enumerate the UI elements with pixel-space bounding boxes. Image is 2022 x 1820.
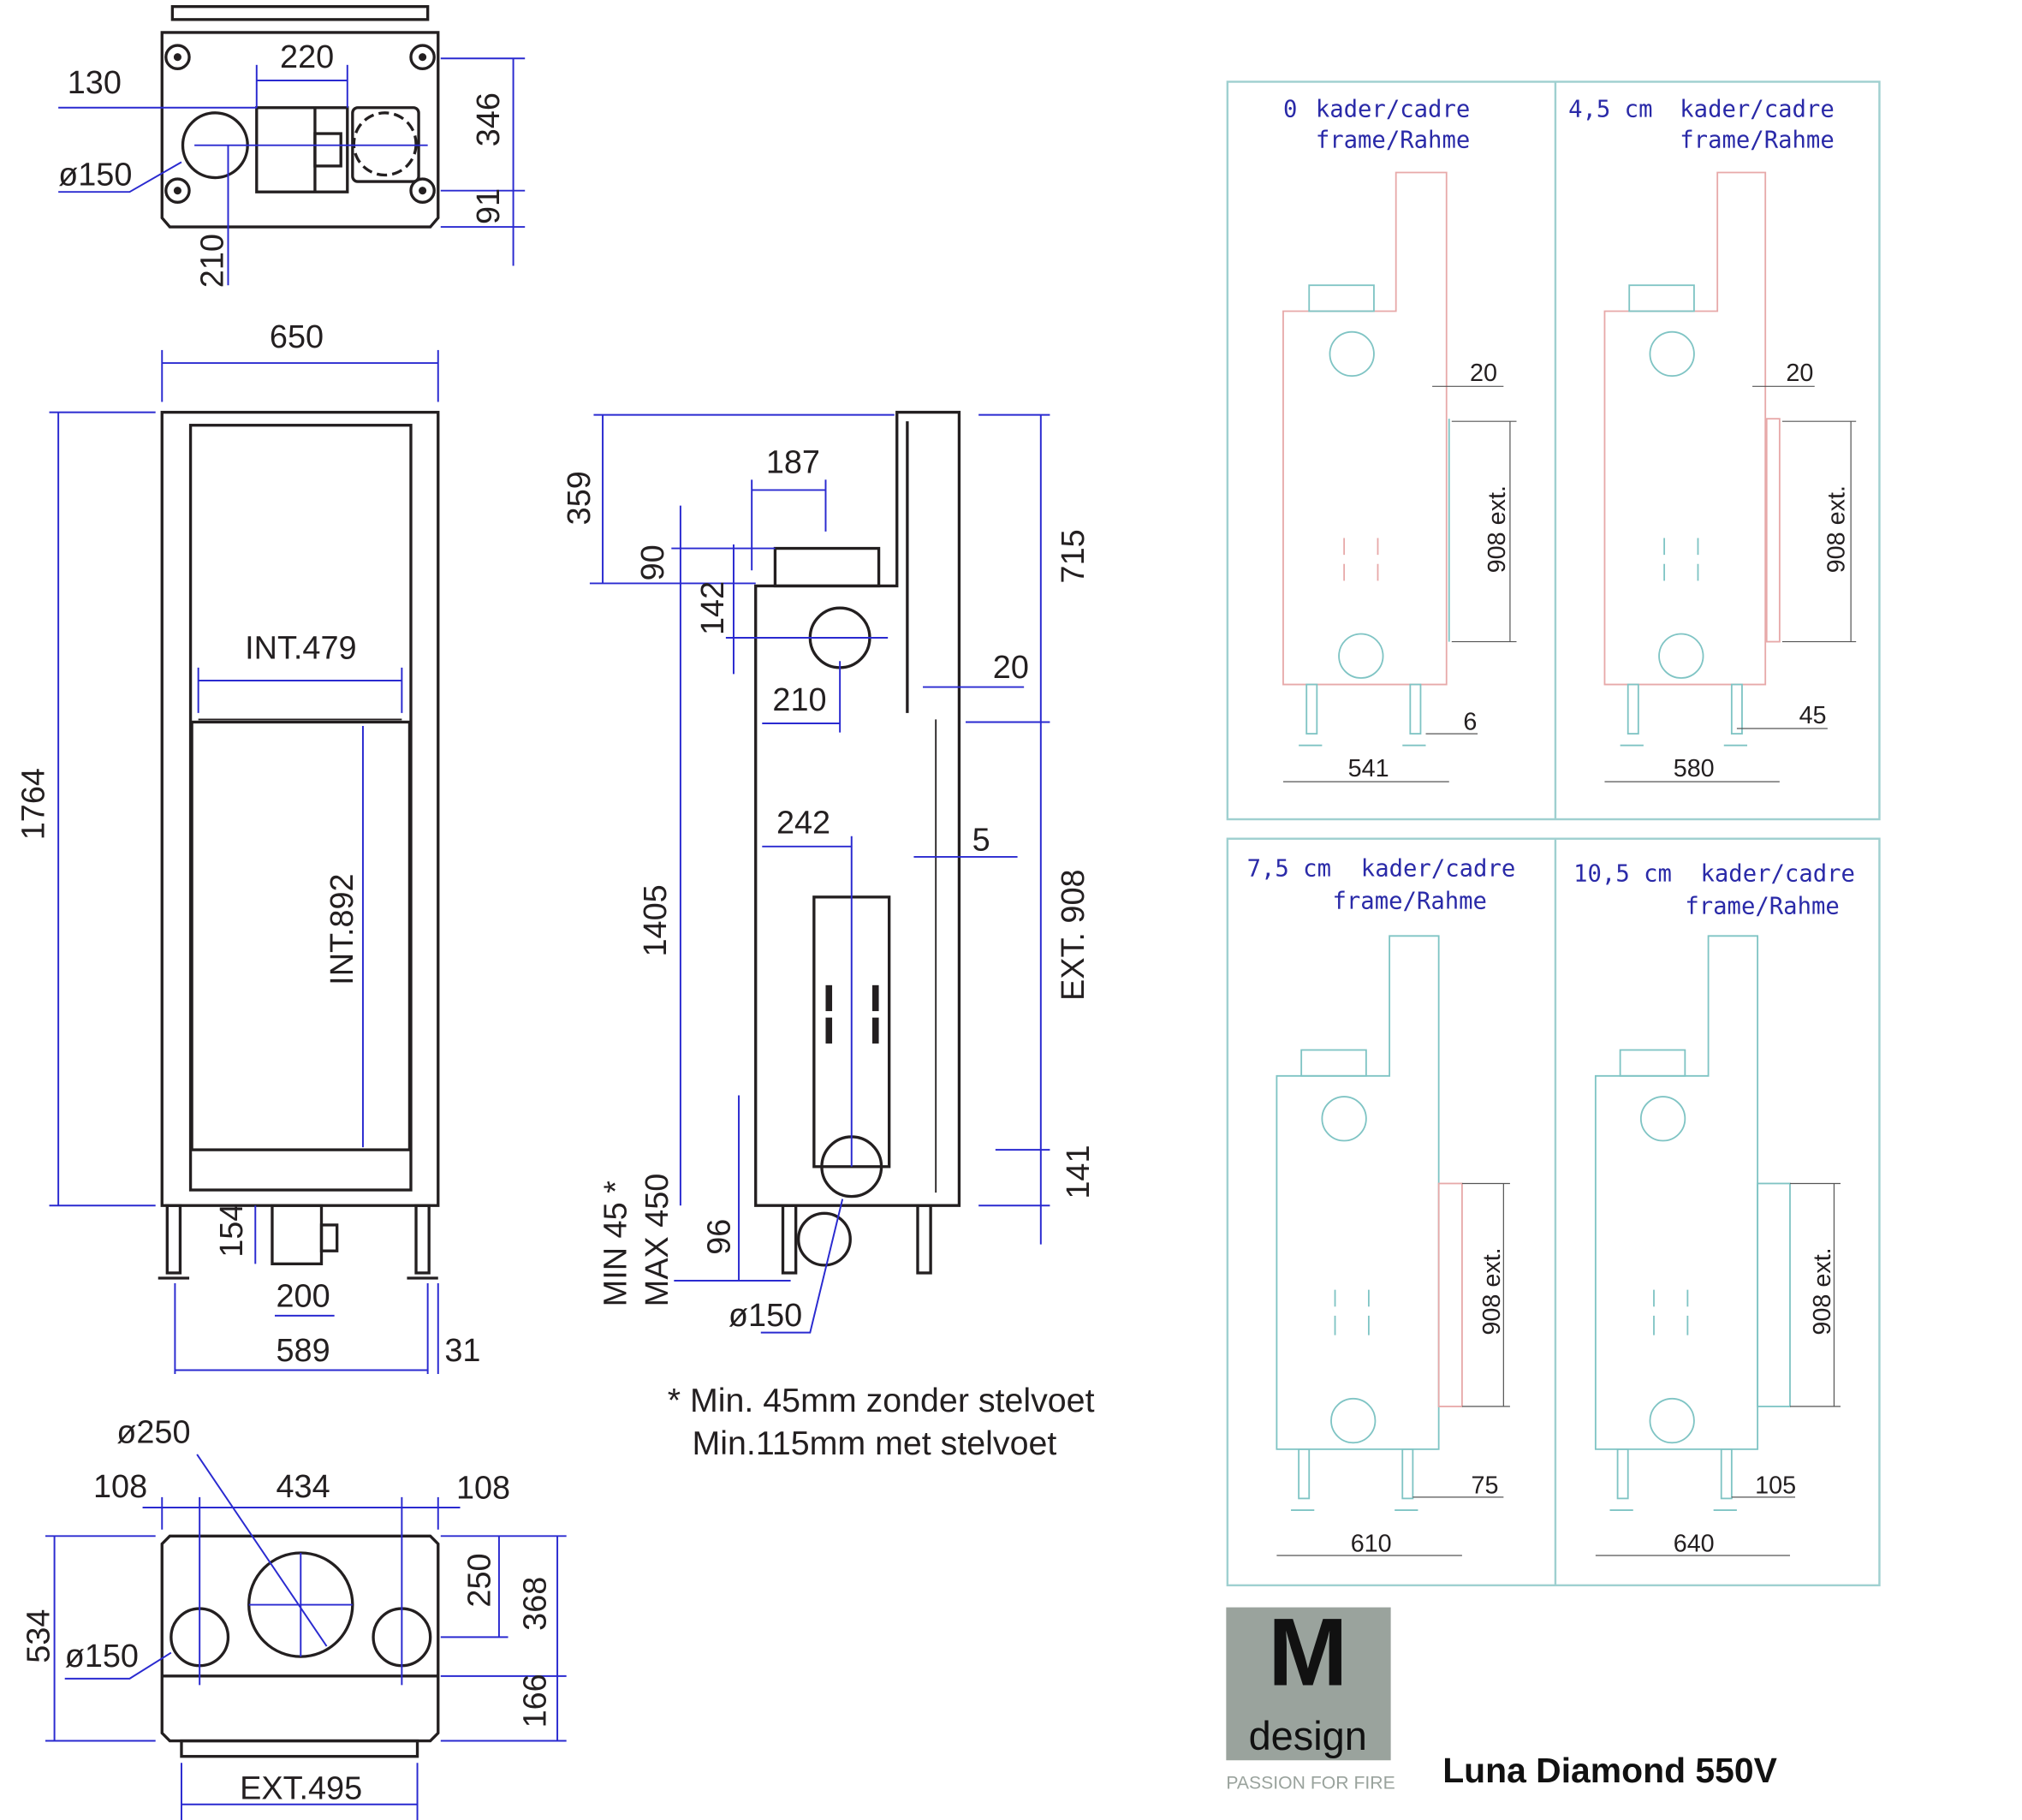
logo-letter: M [1268,1598,1347,1705]
panel-top-dim: 20 [1470,360,1497,387]
dim-96: 96 [701,1219,737,1255]
panel-width-dim: 640 [1674,1530,1715,1557]
mounting-holes [164,44,436,204]
top-strip [170,5,430,21]
dim-dia150: ø150 [58,158,132,193]
panel-title-2: frame/Rahme [1685,894,1839,920]
dim-534: 534 [21,1609,57,1663]
dim-dia150-side: ø150 [729,1298,802,1334]
frame-panel-105: 10,5 cm kader/cadre frame/Rahme 908 ext.… [1573,861,1855,1558]
panel-height-dim: 908 ext. [1478,1247,1506,1335]
panel-size: 10,5 cm [1573,861,1672,888]
front-view: 650 1764 INT.479 INT.892 154 200 589 31 [15,319,480,1375]
dim-210: 210 [194,234,230,288]
panel-width-dim: 580 [1674,755,1715,782]
panel-title-1: kader/cadre [1316,96,1470,122]
dim-min45: MIN 45 * [598,1181,633,1306]
top-collar [773,546,881,588]
panel-width-dim: 610 [1351,1530,1392,1557]
top-box [255,106,349,193]
window [190,720,412,1151]
dim-max450: MAX 450 [639,1174,675,1307]
frame-panel-45: 4,5 cm kader/cadre frame/Rahme 20 908 ex… [1568,96,1857,782]
panel-top-dim: 20 [1786,360,1813,387]
dim-ext495: EXT.495 [240,1771,362,1807]
panel-side-dim: 75 [1472,1472,1499,1499]
dim-166: 166 [517,1674,553,1728]
panel-height-dim: 908 ext. [1484,485,1511,573]
panel-title-1: kader/cadre [1680,96,1834,122]
panel-side-dim: 105 [1755,1472,1796,1499]
panel-title-2: frame/Rahme [1680,128,1834,154]
panel-size: 4,5 cm [1568,96,1652,122]
dim-90: 90 [635,544,671,580]
note-line-2: Min.115mm met stelvoet [693,1424,1057,1462]
dim-int479: INT.479 [245,630,356,666]
dim-141: 141 [1061,1145,1097,1198]
panel-width-dim: 541 [1348,755,1389,782]
logo-word: design [1249,1714,1367,1758]
dim-242: 242 [776,806,830,842]
dim-359: 359 [562,471,598,525]
dim-650: 650 [270,319,324,355]
dim-154: 154 [214,1204,250,1258]
bottom-view: ø250 108 434 108 250 368 166 534 ø150 EX… [21,1414,567,1820]
dim-1764: 1764 [15,768,51,840]
dim-142: 142 [695,581,731,635]
panel-size: 7,5 cm [1247,856,1331,883]
top-view: 130 220 ø150 346 91 210 [58,5,526,288]
panel-title-2: frame/Rahme [1316,128,1470,154]
panel-height-dim: 908 ext. [1823,485,1851,573]
dim-130: 130 [68,65,122,101]
dim-187: 187 [766,445,820,481]
dim-1405: 1405 [638,884,674,956]
dim-dia150-bottom: ø150 [65,1639,139,1674]
dim-200: 200 [277,1278,330,1314]
product-title: Luna Diamond 550V [1442,1751,1777,1790]
panel-side-dim: 45 [1799,702,1827,729]
panel-title-1: kader/cadre [1701,861,1855,888]
panel-title-1: kader/cadre [1361,856,1515,883]
dim-5: 5 [972,822,990,858]
logo-tagline: PASSION FOR FIRE [1226,1774,1395,1793]
frame-panel-75: 7,5 cm kader/cadre frame/Rahme 908 ext. … [1247,856,1516,1558]
note-line-1: * Min. 45mm zonder stelvoet [668,1382,1095,1419]
panel-side-dim: 6 [1463,709,1477,736]
dim-31: 31 [444,1333,480,1369]
frame-panel-0: 0 kader/cadre frame/Rahme 20 908 ext. 6 … [1282,96,1517,782]
dim-20-side: 20 [993,650,1029,686]
panel-size: 0 [1283,96,1297,122]
dim-108-left: 108 [93,1469,147,1505]
top-body [160,31,440,229]
panel-title-2: frame/Rahme [1332,888,1486,914]
panel-height-dim: 908 ext. [1809,1247,1836,1335]
dim-ext908: EXT. 908 [1056,869,1091,1001]
dim-220: 220 [280,39,334,75]
m-design-logo: M design PASSION FOR FIRE [1226,1598,1395,1793]
dim-346: 346 [471,92,507,146]
dim-108-right: 108 [456,1470,510,1506]
dim-250: 250 [461,1553,497,1607]
dim-434: 434 [277,1469,330,1505]
legs [158,1204,438,1280]
dim-91: 91 [471,188,507,224]
dim-int892: INT.892 [324,873,360,984]
dim-dia250: ø250 [116,1414,190,1450]
dim-368: 368 [517,1577,553,1631]
dim-715: 715 [1056,529,1091,583]
dim-210-side: 210 [772,682,826,718]
dim-589: 589 [277,1333,330,1369]
side-view: 359 187 90 142 210 715 20 242 5 1405 EXT… [562,410,1097,1334]
frame-panels: 0 kader/cadre frame/Rahme 20 908 ext. 6 … [1226,80,1881,1587]
